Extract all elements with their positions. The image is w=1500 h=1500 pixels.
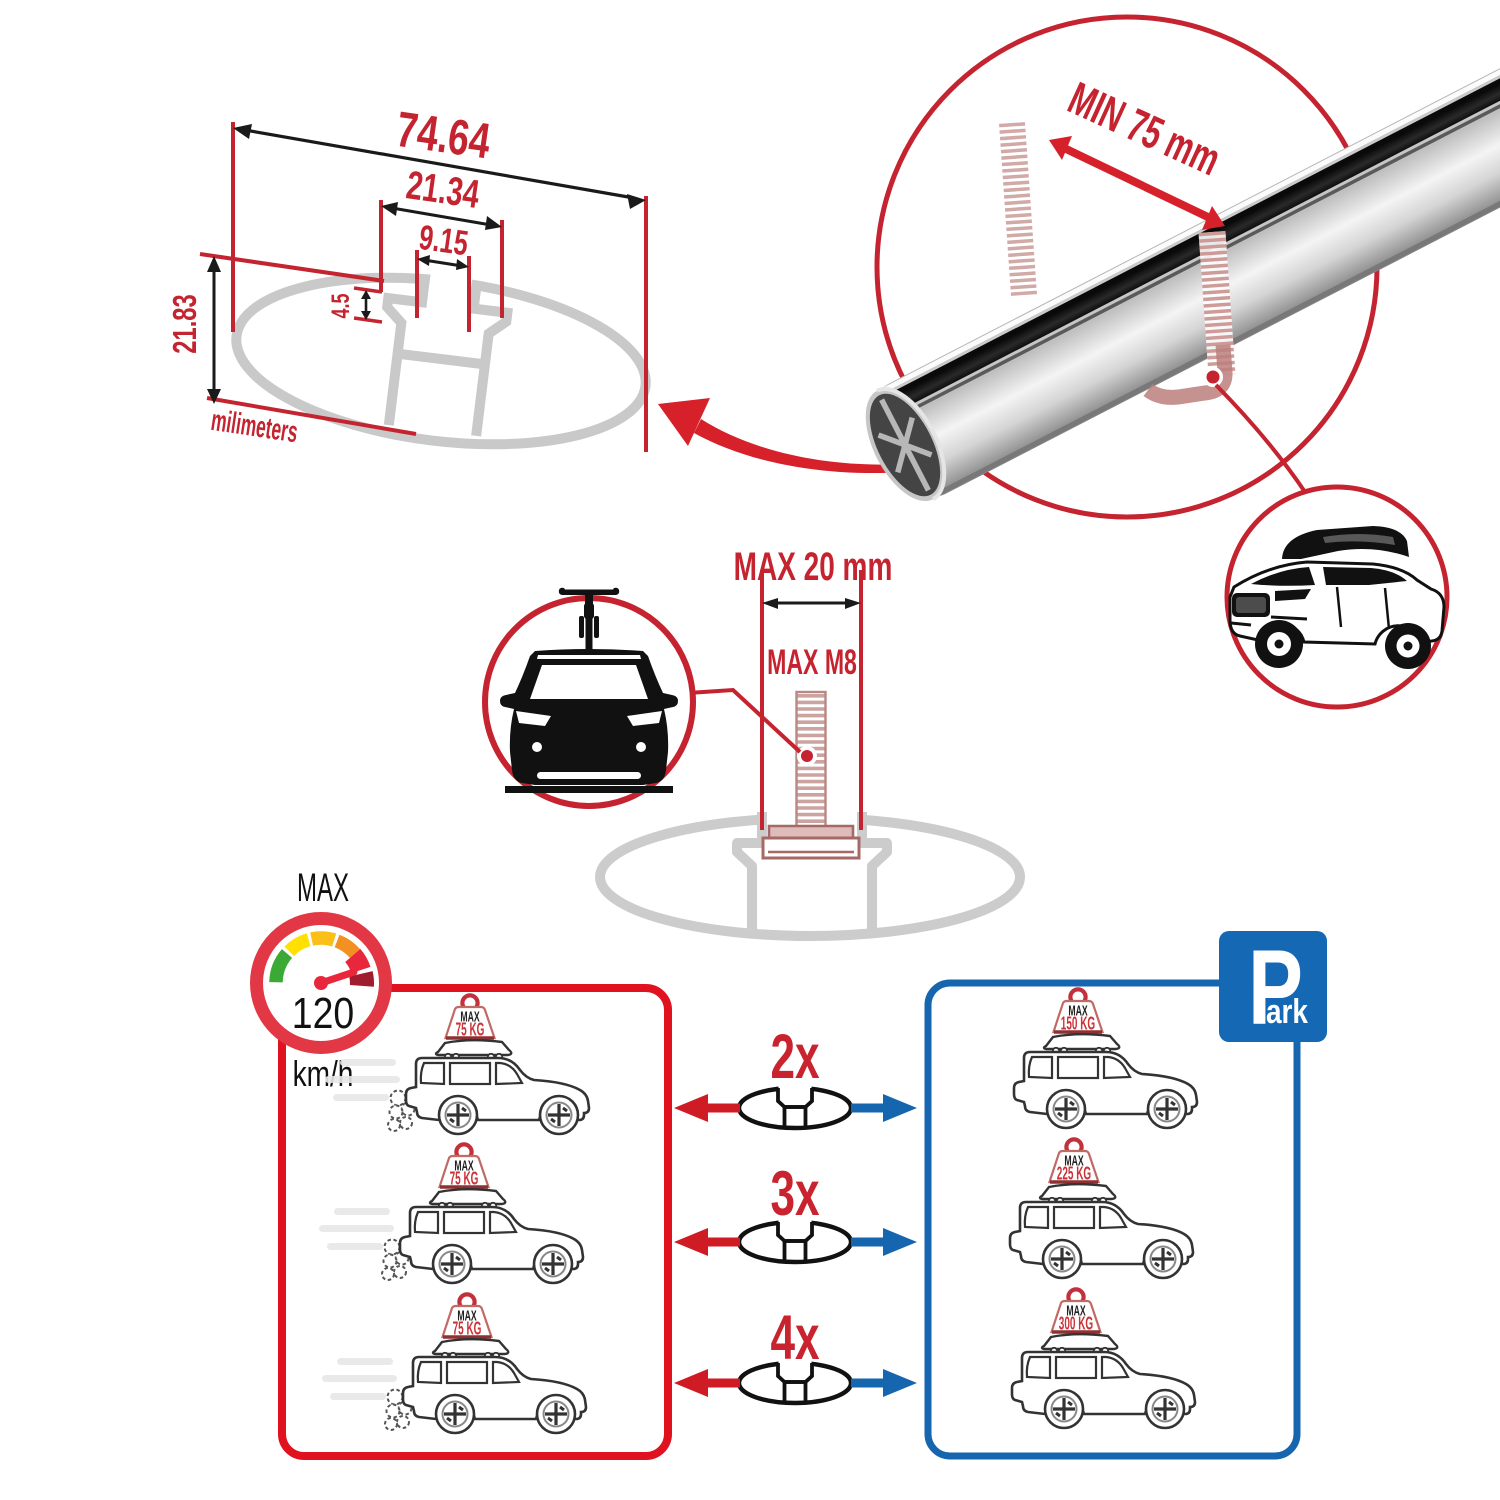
svg-text:MAX M8: MAX M8 (767, 643, 857, 682)
svg-text:150 KG: 150 KG (1061, 1015, 1095, 1035)
svg-text:MAX: MAX (1064, 1152, 1083, 1169)
svg-text:2x: 2x (770, 1021, 819, 1092)
svg-text:MAX: MAX (457, 1307, 476, 1324)
svg-text:3x: 3x (770, 1158, 819, 1229)
svg-text:ark: ark (1266, 993, 1308, 1031)
svg-text:MAX: MAX (297, 865, 349, 910)
svg-text:225 KG: 225 KG (1057, 1165, 1091, 1185)
svg-text:75 KG: 75 KG (453, 1320, 482, 1340)
svg-text:21.34: 21.34 (404, 163, 483, 217)
svg-text:75 KG: 75 KG (456, 1021, 485, 1041)
svg-text:300 KG: 300 KG (1059, 1315, 1093, 1335)
svg-text:MAX: MAX (454, 1157, 473, 1174)
svg-text:MAX: MAX (1066, 1302, 1085, 1319)
svg-text:75 KG: 75 KG (450, 1170, 479, 1190)
svg-text:MAX: MAX (1068, 1002, 1087, 1019)
svg-text:74.64: 74.64 (393, 102, 494, 170)
svg-text:P: P (1248, 927, 1303, 1047)
svg-text:120: 120 (292, 988, 354, 1038)
svg-text:9.15: 9.15 (417, 218, 471, 263)
svg-text:4x: 4x (770, 1302, 819, 1373)
svg-text:21.83: 21.83 (167, 294, 204, 353)
svg-text:MIN 75 mm: MIN 75 mm (1061, 73, 1228, 186)
svg-text:4.5: 4.5 (326, 293, 355, 318)
svg-text:MAX 20 mm: MAX 20 mm (734, 545, 893, 589)
svg-text:MAX: MAX (460, 1008, 479, 1025)
